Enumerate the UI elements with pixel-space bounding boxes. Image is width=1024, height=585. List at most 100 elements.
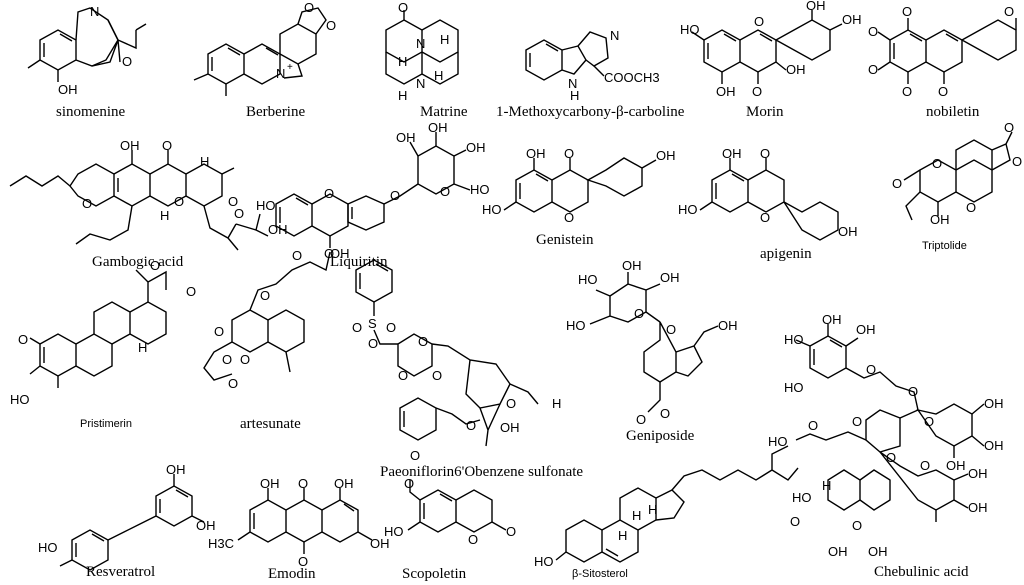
- atom-label: OH: [722, 146, 742, 161]
- structure-carboline: N N H COOCH3: [525, 28, 660, 103]
- atom-label: O: [852, 518, 862, 533]
- compound-name-resveratrol: Resveratrol: [86, 564, 156, 580]
- atom-label: O: [292, 248, 302, 263]
- atom-label: OH: [526, 146, 546, 161]
- atom-label: OH: [656, 148, 676, 163]
- atom-label: HO: [10, 392, 30, 407]
- atom-label: O: [760, 146, 770, 161]
- atom-label: OH: [806, 0, 826, 13]
- atom-label: O: [852, 414, 862, 429]
- atom-label: O: [122, 54, 132, 69]
- structure-apigenin: OH O HO O OH: [678, 146, 858, 241]
- atom-label: S: [368, 316, 377, 331]
- atom-label: O: [240, 352, 250, 367]
- atom-label: N: [610, 28, 619, 43]
- atom-label: H: [434, 68, 443, 83]
- atom-label: OH: [260, 476, 280, 491]
- atom-label: O: [260, 288, 270, 303]
- compound-name-sinomenine: sinomenine: [56, 104, 126, 120]
- atom-label: N: [568, 76, 577, 91]
- atom-label: O: [304, 0, 314, 15]
- atom-label: O: [398, 368, 408, 383]
- atom-label: HO: [470, 182, 490, 197]
- compound-name-pristimerin: Pristimerin: [80, 418, 132, 430]
- atom-label: O: [790, 514, 800, 529]
- atom-label: O: [222, 352, 232, 367]
- compound-name-triptolide: Triptolide: [922, 240, 967, 252]
- atom-label: OH: [786, 62, 806, 77]
- atom-label: OH: [334, 476, 354, 491]
- atom-label: O: [386, 320, 396, 335]
- atom-label: O: [298, 476, 308, 491]
- atom-label: O: [326, 18, 336, 33]
- atom-label: O: [506, 396, 516, 411]
- atom-label: O: [214, 324, 224, 339]
- compound-name-liquiritin: Liquiritin: [330, 254, 388, 270]
- atom-label: O: [398, 0, 408, 15]
- atom-label: HO: [678, 202, 698, 217]
- atom-label: OH: [622, 258, 642, 273]
- compound-name-nobiletin: nobiletin: [926, 104, 980, 120]
- compound-name-genistein: Genistein: [536, 232, 594, 248]
- atom-label: HO: [784, 332, 804, 347]
- structure-morin: OH OH HO O OH OH O: [680, 0, 862, 99]
- atom-label: HO: [256, 198, 276, 213]
- atom-label: O: [754, 14, 764, 29]
- atom-label: O: [298, 554, 308, 569]
- atom-label: O: [390, 188, 400, 203]
- atom-label: OH: [946, 458, 966, 473]
- atom-label: OH: [930, 212, 950, 227]
- compound-name-scopoletin: Scopoletin: [402, 566, 467, 582]
- atom-label: O: [410, 448, 420, 463]
- atom-label: OH: [842, 12, 862, 27]
- atom-label: OH: [984, 438, 1004, 453]
- atom-label: OH: [428, 120, 448, 135]
- atom-label: O: [1012, 154, 1022, 169]
- atom-label: O: [162, 138, 172, 153]
- atom-label: HO: [38, 540, 58, 555]
- atom-label: N: [416, 36, 425, 51]
- atom-label: O: [868, 62, 878, 77]
- atom-label: HO: [680, 22, 700, 37]
- atom-label: O: [924, 414, 934, 429]
- compound-name-matrine: Matrine: [420, 104, 468, 120]
- atom-label: O: [234, 206, 244, 221]
- atom-label: N: [90, 4, 99, 19]
- structure-sinomenine: N OH O: [27, 4, 147, 97]
- atom-label: O: [886, 450, 896, 465]
- atom-label: H: [570, 88, 579, 103]
- atom-label: H: [822, 478, 831, 493]
- atom-label: O: [418, 334, 428, 349]
- structure-gambogic: OH O H O O O OH O H: [9, 138, 288, 251]
- atom-label: O: [432, 368, 442, 383]
- atom-label: OH: [968, 466, 988, 481]
- atom-label: O: [150, 258, 160, 273]
- atom-label: O: [808, 418, 818, 433]
- atom-label: OH: [984, 396, 1004, 411]
- compound-name-artesunate: artesunate: [240, 416, 301, 432]
- atom-label: O: [1004, 4, 1014, 19]
- atom-label: O: [752, 84, 762, 99]
- compound-name-paeoniflorin: Paeoniflorin6'Obenzene sulfonate: [380, 464, 584, 480]
- atom-label: O: [760, 210, 770, 225]
- atom-label: OH: [120, 138, 140, 153]
- structure-emodin: OH O OH H3C O OH: [208, 476, 390, 569]
- atom-label: H: [200, 154, 209, 169]
- atom-label: O: [468, 532, 478, 547]
- atom-label: OH: [268, 222, 288, 237]
- atom-label: O: [506, 524, 516, 539]
- atom-label: OH: [396, 130, 416, 145]
- atom-label: N: [276, 66, 285, 81]
- compound-name-chebulinic: Chebulinic acid: [874, 564, 969, 580]
- structure-artesunate: O OH O O O O O: [203, 246, 350, 391]
- atom-label: OH: [868, 544, 888, 559]
- atom-label: O: [228, 194, 238, 209]
- structure-liquiritin: HO OH OH OH O O O HO O: [256, 120, 490, 261]
- atom-label: H: [440, 32, 449, 47]
- atom-label: O: [660, 406, 670, 421]
- structure-nobiletin: O O O O O O: [868, 4, 1017, 99]
- structure-triptolide: O O O O O OH: [892, 120, 1022, 227]
- atom-label: H3C: [208, 536, 234, 551]
- atom-label: OH: [500, 420, 520, 435]
